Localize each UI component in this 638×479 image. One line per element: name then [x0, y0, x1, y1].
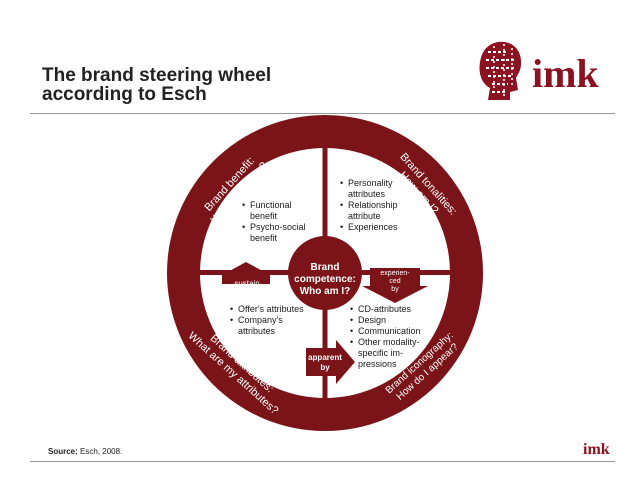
source-note: Source: Esch, 2008.	[48, 447, 122, 456]
list-bottom-left: Offer's attributes Company's attributes	[230, 304, 310, 337]
list-item: Other modality-specific im-pressions	[350, 337, 430, 370]
list-top-left: Functional benefit Psycho-social benefit	[242, 200, 317, 244]
list-item: Communication	[350, 326, 430, 337]
page-title: The brand steering wheel according to Es…	[42, 66, 271, 104]
bottom-divider	[30, 461, 615, 462]
sustain-arrow	[222, 262, 270, 284]
apparent-by-arrow	[306, 340, 355, 384]
list-item: CD-attributes	[350, 304, 430, 315]
source-label: Source:	[48, 447, 78, 456]
experienced-by-arrow	[362, 268, 428, 303]
title-line-2: according to Esch	[42, 84, 207, 105]
list-item: Design	[350, 315, 430, 326]
list-item: Functional benefit	[242, 200, 317, 222]
title-line-1: The brand steering wheel	[42, 65, 272, 86]
center-label: Brand competence: Who am I?	[294, 262, 356, 297]
source-text: Esch, 2008.	[80, 447, 123, 456]
imk-logo: imk	[474, 38, 624, 108]
list-item: Company's attributes	[230, 315, 310, 337]
list-top-right: Personality attributes Relationship attr…	[340, 178, 420, 233]
sustain-label: sustain	[234, 279, 260, 288]
list-item: Experiences	[340, 222, 420, 233]
footer-logo: imk	[583, 441, 610, 458]
list-item: Offer's attributes	[230, 304, 310, 315]
experienced-by-label: experien- ced by	[380, 270, 410, 293]
logo-text: imk	[532, 51, 599, 96]
top-divider	[30, 113, 615, 114]
list-item: Relationship attribute	[340, 200, 420, 222]
list-item: Psycho-social benefit	[242, 222, 317, 244]
list-item: Personality attributes	[340, 178, 420, 200]
center-hub	[288, 236, 362, 310]
list-bottom-right: CD-attributes Design Communication Other…	[350, 304, 430, 370]
apparent-by-label: apparent by	[308, 353, 342, 372]
head-silhouette-icon	[479, 41, 522, 100]
